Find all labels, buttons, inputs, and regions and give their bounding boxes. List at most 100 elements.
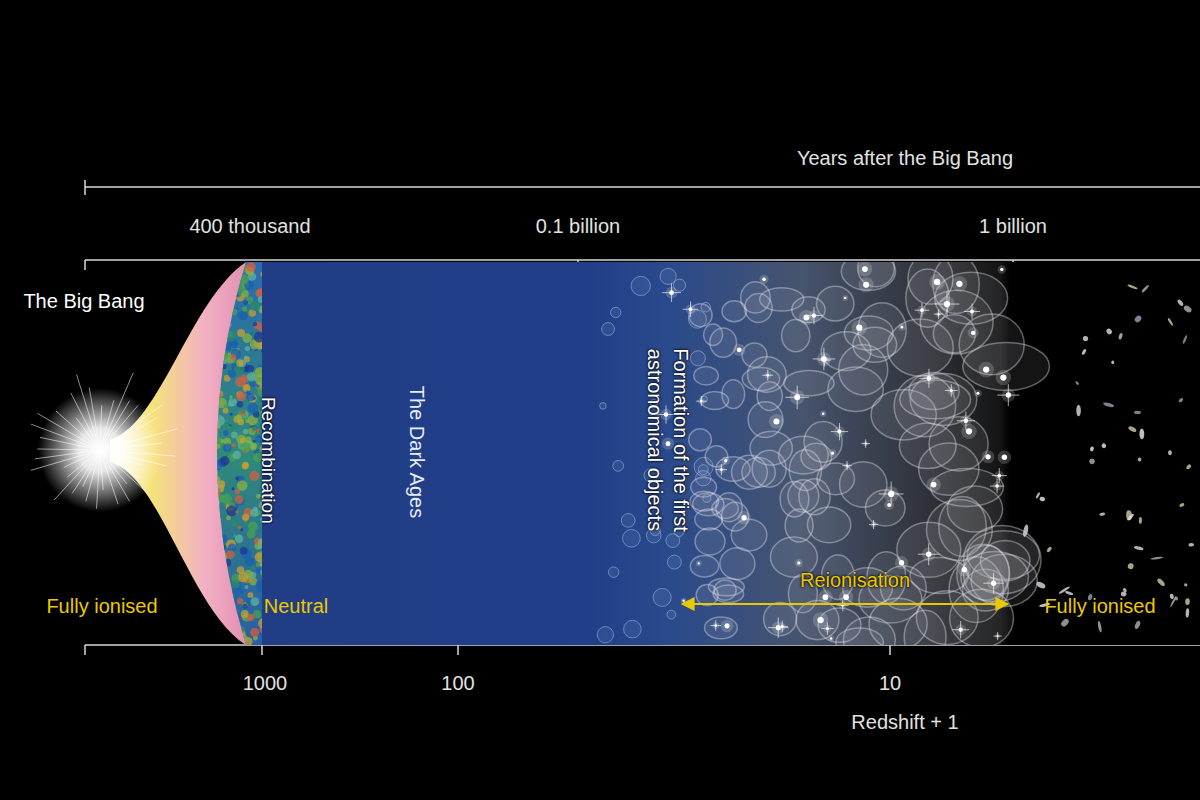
- galaxy: [1060, 618, 1070, 628]
- star: [983, 366, 989, 372]
- cmb-spot: [223, 408, 229, 414]
- galaxy: [1126, 513, 1134, 521]
- ionised-bubble: [690, 491, 719, 511]
- cmb-spot: [208, 379, 218, 389]
- cmb-spot: [200, 470, 210, 480]
- ionised-bubble: [695, 528, 725, 555]
- cmb-spot: [233, 270, 241, 278]
- galaxy: [1182, 335, 1188, 344]
- ionised-bubble: [713, 585, 744, 603]
- galaxy: [1127, 563, 1134, 570]
- cmb-spot: [245, 557, 254, 566]
- galaxy: [1177, 299, 1185, 307]
- cmb-spot: [214, 605, 223, 614]
- star: [797, 561, 800, 564]
- cmb-spot: [221, 558, 225, 562]
- small-bubble: [623, 529, 641, 547]
- cmb-spot: [238, 589, 243, 594]
- cmb-spot: [218, 560, 226, 568]
- cmb-spot: [207, 493, 216, 502]
- ionised-bubble: [705, 617, 738, 639]
- cmb-spot: [210, 487, 221, 498]
- cmb-spot: [213, 390, 222, 399]
- star-spike: [945, 384, 958, 397]
- cmb-spot: [243, 429, 249, 435]
- cmb-spot: [238, 311, 248, 321]
- cmb-spot: [212, 511, 222, 521]
- star-spike: [762, 370, 773, 381]
- cmb-spot: [220, 310, 229, 319]
- star-glow: [721, 619, 734, 632]
- star-spike: [918, 543, 940, 565]
- galaxy: [1185, 598, 1190, 605]
- small-bubble: [608, 567, 619, 578]
- redshift-tick-label-holder: 1000: [243, 670, 288, 696]
- star-spike: [818, 354, 831, 367]
- small-bubble: [597, 627, 613, 643]
- star-glow: [998, 451, 1012, 465]
- cmb-spot: [246, 262, 256, 272]
- small-bubble: [621, 514, 635, 528]
- small-bubble: [611, 307, 621, 317]
- first-stars: [657, 262, 1019, 642]
- star-glow: [858, 262, 873, 276]
- galaxy: [1128, 425, 1138, 433]
- cmb-spot: [226, 269, 237, 280]
- cmb-spot: [229, 479, 232, 482]
- star-glow: [795, 559, 803, 567]
- star-spike: [952, 621, 969, 638]
- time-tick-label: 400 thousand: [189, 213, 310, 239]
- star: [1000, 374, 1006, 380]
- cmb-spot: [247, 614, 254, 621]
- cmb-spot: [205, 383, 213, 391]
- cmb-spot: [218, 573, 227, 582]
- cmb-spot: [216, 444, 221, 449]
- ionised-bubble: [689, 429, 712, 451]
- big-bang-glow: [38, 388, 162, 512]
- star: [823, 594, 829, 600]
- cmb-spot: [229, 302, 233, 306]
- cmb-spot: [213, 603, 218, 608]
- star: [831, 452, 834, 455]
- cmb-spot: [213, 375, 217, 379]
- cmb-spot: [248, 403, 259, 414]
- cmb-spot: [230, 413, 233, 416]
- cmb-spot: [207, 597, 210, 600]
- ionised-bubbles: [597, 262, 1049, 645]
- star: [803, 314, 809, 320]
- cmb-spot: [203, 363, 208, 368]
- cmb-spot: [208, 524, 217, 533]
- cmb-spot: [220, 586, 229, 595]
- time-tick-label: 0.1 billion: [536, 213, 621, 239]
- cmb-spot: [253, 322, 258, 327]
- cmb-spot: [212, 419, 219, 426]
- cmb-spot: [210, 408, 219, 417]
- cmb-spot: [237, 329, 245, 337]
- cmb-spot: [210, 522, 220, 532]
- cmb-spot: [218, 292, 222, 296]
- star: [682, 600, 684, 602]
- epoch-label: The Dark Ages: [404, 386, 430, 518]
- cmb-spot: [213, 267, 224, 278]
- cmb-spot: [250, 597, 259, 606]
- ionised-bubble: [961, 552, 1029, 602]
- state-label-holder: Neutral: [264, 593, 328, 619]
- cmb-spot: [256, 566, 264, 574]
- cmb-spot: [217, 628, 226, 637]
- star: [863, 282, 869, 288]
- galaxy: [1090, 446, 1095, 452]
- cmb-spot: [204, 505, 212, 513]
- cmb-spot: [250, 509, 258, 517]
- cmb-spot: [223, 602, 232, 611]
- cmb-spot: [207, 466, 217, 476]
- star: [724, 623, 729, 628]
- state-label-holder: Fully ionised: [1044, 593, 1155, 619]
- cmb-spot: [214, 276, 219, 281]
- cmb-spot: [212, 524, 222, 534]
- galaxy: [1035, 492, 1040, 499]
- cmb-spot: [232, 360, 235, 363]
- cmb-spot: [214, 620, 222, 628]
- cmb-spot: [205, 560, 209, 564]
- star: [962, 567, 967, 572]
- ionised-bubble: [904, 610, 946, 645]
